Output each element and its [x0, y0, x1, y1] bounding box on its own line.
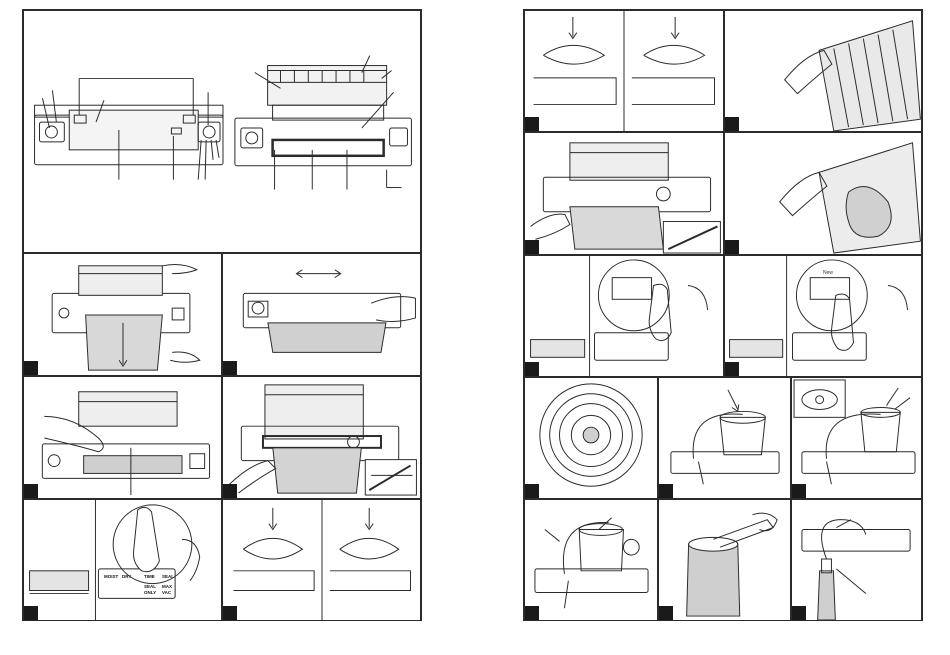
- right-manual-page: New: [523, 9, 923, 621]
- button-sublabel-seal: SEAL: [144, 584, 156, 589]
- step-marker: [525, 362, 539, 376]
- button-label-moist: MOIST: [104, 574, 118, 579]
- step-marker: [223, 361, 237, 375]
- step-marker: [525, 240, 539, 254]
- step-press-button: MOIST DRY TIME SEAL SEAL ONLY MAX VAC: [23, 499, 222, 621]
- left-manual-page: MOIST DRY TIME SEAL SEAL ONLY MAX VAC: [22, 9, 422, 621]
- step-marker: [792, 606, 806, 620]
- step-marker: [24, 361, 38, 375]
- step-marker: [725, 240, 739, 254]
- step-slide-lid: [222, 253, 421, 376]
- button-label-seal-top: SEAL: [162, 574, 174, 579]
- step-place-bag-in-chamber: [23, 376, 222, 499]
- step-insert-bag: [23, 253, 222, 376]
- step-filled-bag: [724, 132, 922, 255]
- step-marker: [223, 484, 237, 498]
- step-lid-detail-hose: [791, 377, 922, 499]
- button-label-dry: DRY: [122, 574, 131, 579]
- step-marker: [659, 606, 673, 620]
- step-bag-edge-detail: [222, 376, 421, 499]
- step-marker: [725, 362, 739, 376]
- step-marker: [725, 117, 739, 131]
- step-jar-contents: [658, 499, 791, 621]
- step-marker: [792, 484, 806, 498]
- button-sublabel-only: ONLY: [144, 590, 156, 595]
- step-bottle-stopper: [791, 499, 922, 621]
- overview-illustration: [24, 11, 420, 252]
- step-canister-lid-top: [524, 377, 658, 499]
- new-note: New: [823, 270, 833, 276]
- step-press-button-a: [524, 255, 724, 377]
- step-marker: [24, 606, 38, 620]
- step-press-button-b: New: [724, 255, 922, 377]
- step-marker: [525, 117, 539, 131]
- button-sublabel-vac: VAC: [162, 590, 171, 595]
- step-marker: [525, 606, 539, 620]
- step-insert-bag-detail: [524, 132, 724, 255]
- appliance-overview-diagram: [23, 10, 421, 253]
- step-lock-lid: [222, 499, 421, 621]
- step-hose-to-jar: [524, 499, 658, 621]
- button-sublabel-max: MAX: [162, 584, 172, 589]
- step-hose-to-canister: [658, 377, 791, 499]
- step-marker: [659, 484, 673, 498]
- button-label-time: TIME: [144, 574, 155, 579]
- step-lock-lid-press: [524, 10, 724, 132]
- step-marker: [525, 484, 539, 498]
- step-bag-roll: [724, 10, 922, 132]
- step-marker: [223, 606, 237, 620]
- step-marker: [24, 484, 38, 498]
